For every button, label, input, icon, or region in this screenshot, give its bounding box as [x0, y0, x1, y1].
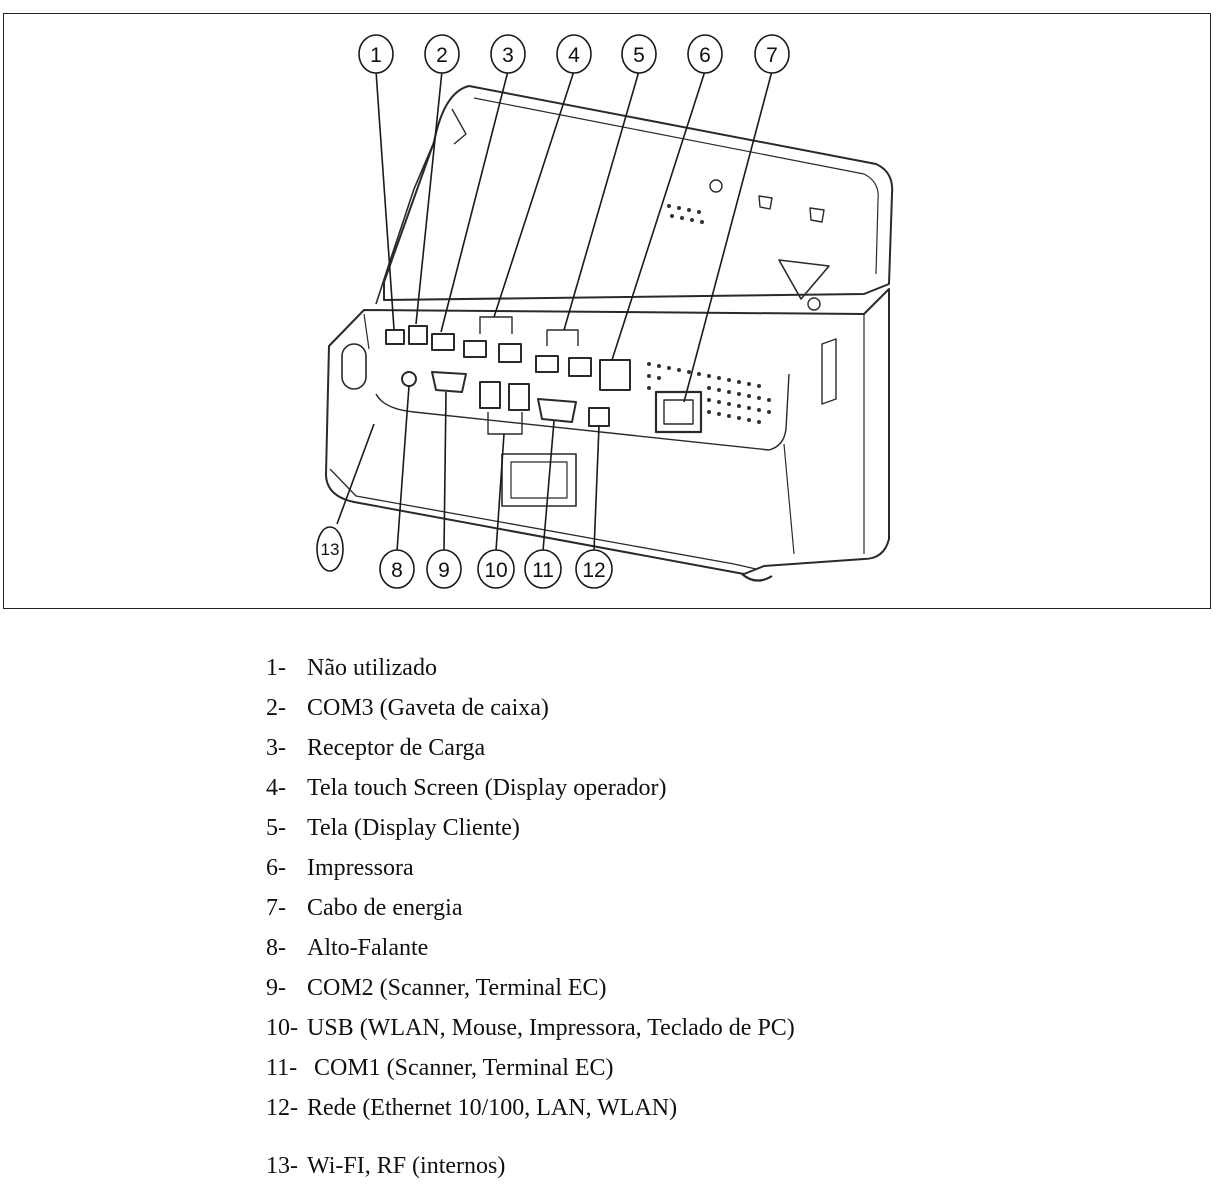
legend-number: 2-	[266, 695, 286, 721]
legend-label: Wi-FI, RF (internos)	[307, 1153, 506, 1179]
connector-legend: 1- Não utilizado 2- COM3 (Gaveta de caix…	[266, 648, 795, 1186]
legend-item: 11- COM1 (Scanner, Terminal EC)	[266, 1048, 795, 1088]
legend-label: Impressora	[307, 855, 414, 881]
legend-label: COM2 (Scanner, Terminal EC)	[307, 975, 607, 1001]
svg-text:5: 5	[633, 44, 645, 67]
callout-8: 8	[379, 549, 415, 589]
callout-5: 5	[621, 34, 657, 74]
callout-12: 12	[575, 549, 613, 589]
legend-item: 9- COM2 (Scanner, Terminal EC)	[266, 968, 795, 1008]
legend-item: 10- USB (WLAN, Mouse, Impressora, Teclad…	[266, 1008, 795, 1048]
legend-number: 10-	[266, 1015, 298, 1041]
legend-number: 11-	[266, 1055, 298, 1081]
legend-number: 6-	[266, 855, 286, 881]
svg-text:6: 6	[699, 44, 711, 67]
legend-label: Cabo de energia	[307, 895, 463, 921]
legend-label: COM3 (Gaveta de caixa)	[307, 695, 549, 721]
svg-text:9: 9	[438, 559, 450, 582]
callout-leaders	[336, 70, 773, 552]
legend-item: 2- COM3 (Gaveta de caixa)	[266, 688, 795, 728]
legend-item: 7- Cabo de energia	[266, 888, 795, 928]
svg-text:7: 7	[766, 44, 778, 67]
callout-6: 6	[687, 34, 723, 74]
svg-text:2: 2	[436, 44, 448, 67]
svg-text:12: 12	[582, 559, 605, 582]
legend-number: 4-	[266, 775, 286, 801]
legend-item: 5- Tela (Display Cliente)	[266, 808, 795, 848]
legend-label: Alto-Falante	[307, 935, 429, 961]
legend-number: 12-	[266, 1095, 298, 1121]
legend-item: 12- Rede (Ethernet 10/100, LAN, WLAN)	[266, 1088, 795, 1128]
legend-label: Tela (Display Cliente)	[307, 815, 520, 841]
legend-item: 13- Wi-FI, RF (internos)	[266, 1146, 795, 1186]
legend-label: Tela touch Screen (Display operador)	[307, 775, 667, 801]
legend-item: 6- Impressora	[266, 848, 795, 888]
svg-text:3: 3	[502, 44, 514, 67]
callout-9: 9	[426, 549, 462, 589]
legend-label: Receptor de Carga	[307, 735, 486, 761]
callout-1: 1	[358, 34, 394, 74]
pos-terminal-rear-diagram: 1 2 3 4 5 6 7 8	[316, 34, 894, 589]
legend-item: 1- Não utilizado	[266, 648, 795, 688]
device-figure-frame: 1 2 3 4 5 6 7 8	[3, 13, 1211, 609]
legend-label: Não utilizado	[307, 655, 437, 681]
svg-text:10: 10	[484, 559, 507, 582]
device-illustration	[325, 85, 894, 582]
legend-item: 4- Tela touch Screen (Display operador)	[266, 768, 795, 808]
callout-7: 7	[754, 34, 790, 74]
callout-2: 2	[424, 34, 460, 74]
legend-item: 3- Receptor de Carga	[266, 728, 795, 768]
legend-label: COM1 (Scanner, Terminal EC)	[314, 1055, 614, 1081]
svg-text:1: 1	[370, 44, 382, 67]
legend-item: 8- Alto-Falante	[266, 928, 795, 968]
legend-number: 5-	[266, 815, 286, 841]
legend-label: USB (WLAN, Mouse, Impressora, Teclado de…	[307, 1015, 795, 1041]
svg-text:13: 13	[321, 540, 340, 559]
legend-number: 9-	[266, 975, 286, 1001]
svg-text:4: 4	[568, 44, 580, 67]
callout-4: 4	[556, 34, 592, 74]
svg-text:11: 11	[532, 559, 554, 582]
callout-13: 13	[316, 526, 344, 572]
legend-number: 13-	[266, 1153, 298, 1179]
svg-text:8: 8	[391, 559, 403, 582]
callout-11: 11	[524, 549, 562, 589]
legend-number: 8-	[266, 935, 286, 961]
callout-3: 3	[490, 34, 526, 74]
legend-number: 1-	[266, 655, 286, 681]
legend-number: 7-	[266, 895, 286, 921]
legend-label: Rede (Ethernet 10/100, LAN, WLAN)	[307, 1095, 678, 1121]
callout-10: 10	[477, 549, 515, 589]
legend-number: 3-	[266, 735, 286, 761]
